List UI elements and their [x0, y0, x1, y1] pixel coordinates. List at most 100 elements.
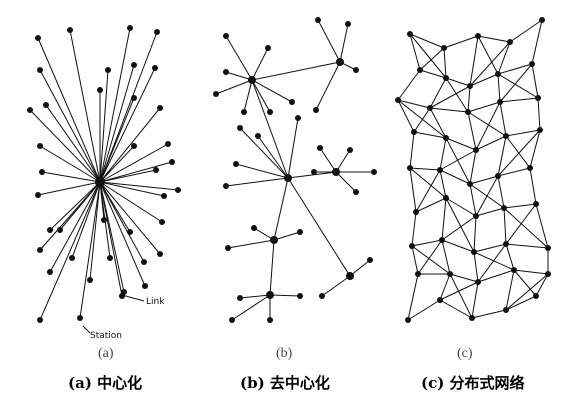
link — [531, 19, 543, 65]
link — [99, 107, 161, 183]
link — [315, 61, 341, 111]
station-node — [213, 91, 219, 97]
link — [411, 245, 419, 275]
station-node — [507, 39, 513, 45]
link — [509, 19, 543, 43]
station-node — [142, 283, 148, 289]
station-node — [127, 229, 133, 235]
link — [231, 294, 271, 321]
link — [49, 181, 101, 231]
hub-link — [287, 171, 337, 179]
hub-node — [95, 177, 105, 187]
link — [411, 211, 417, 247]
link — [467, 111, 477, 151]
link — [497, 73, 539, 99]
link — [49, 181, 101, 273]
link — [99, 181, 145, 263]
station-node — [545, 271, 551, 277]
link — [497, 135, 507, 177]
link — [269, 294, 301, 297]
station-node — [37, 143, 43, 149]
link — [273, 231, 301, 241]
station-node — [367, 257, 373, 263]
station-node — [241, 109, 247, 115]
station-node — [497, 99, 503, 105]
panel-c-sub-label: (c) — [457, 346, 473, 361]
link — [215, 79, 253, 95]
hub-node — [248, 76, 256, 84]
link — [339, 23, 349, 63]
link — [505, 243, 549, 249]
station-node — [437, 167, 443, 173]
link — [499, 97, 539, 103]
station-node — [159, 219, 165, 225]
distributed-network — [395, 17, 551, 323]
link — [469, 73, 499, 87]
station-node — [69, 255, 75, 261]
link — [411, 245, 451, 275]
link — [257, 135, 289, 179]
link — [499, 63, 533, 103]
link — [99, 181, 179, 191]
station-node — [39, 169, 45, 175]
link — [505, 295, 537, 311]
link — [69, 29, 101, 183]
station-node — [154, 29, 160, 35]
link — [417, 239, 443, 275]
link — [397, 99, 447, 139]
station-node — [127, 25, 133, 31]
link — [41, 171, 101, 183]
link — [429, 107, 469, 113]
hub-node — [346, 272, 354, 280]
link — [475, 175, 499, 217]
link — [429, 85, 471, 109]
link — [99, 181, 163, 223]
station-node — [467, 83, 473, 89]
link — [449, 273, 479, 283]
link — [445, 137, 471, 185]
link — [429, 107, 447, 139]
link — [29, 109, 101, 183]
link — [349, 259, 371, 277]
link — [397, 69, 421, 101]
station-node — [157, 105, 163, 111]
link — [99, 67, 156, 183]
station-node — [503, 133, 509, 139]
station-node — [131, 95, 137, 101]
station-node — [443, 75, 449, 81]
link — [475, 135, 507, 151]
link — [99, 169, 157, 183]
station-node — [501, 205, 507, 211]
station-node — [533, 293, 539, 299]
link — [469, 149, 477, 185]
station-node — [427, 105, 433, 111]
station-node — [165, 141, 171, 147]
link — [441, 215, 477, 241]
link — [413, 107, 431, 133]
link — [225, 177, 289, 187]
station-node — [57, 227, 63, 233]
station-node — [315, 17, 321, 23]
station-node — [237, 295, 243, 301]
station-node — [223, 183, 229, 189]
link — [531, 63, 539, 99]
link — [439, 281, 479, 301]
link — [243, 79, 253, 113]
station-node — [469, 315, 475, 321]
link — [287, 117, 299, 179]
link — [321, 275, 351, 297]
link — [477, 35, 499, 75]
station-node — [345, 21, 351, 27]
station-node — [409, 243, 415, 249]
link — [445, 197, 477, 217]
link — [439, 273, 451, 301]
station-node — [439, 237, 445, 243]
station-node — [411, 129, 417, 135]
hub-link — [251, 61, 341, 81]
station-node — [223, 69, 229, 75]
link — [513, 269, 537, 297]
link — [319, 147, 337, 173]
link — [443, 47, 447, 79]
station-node — [537, 127, 543, 133]
